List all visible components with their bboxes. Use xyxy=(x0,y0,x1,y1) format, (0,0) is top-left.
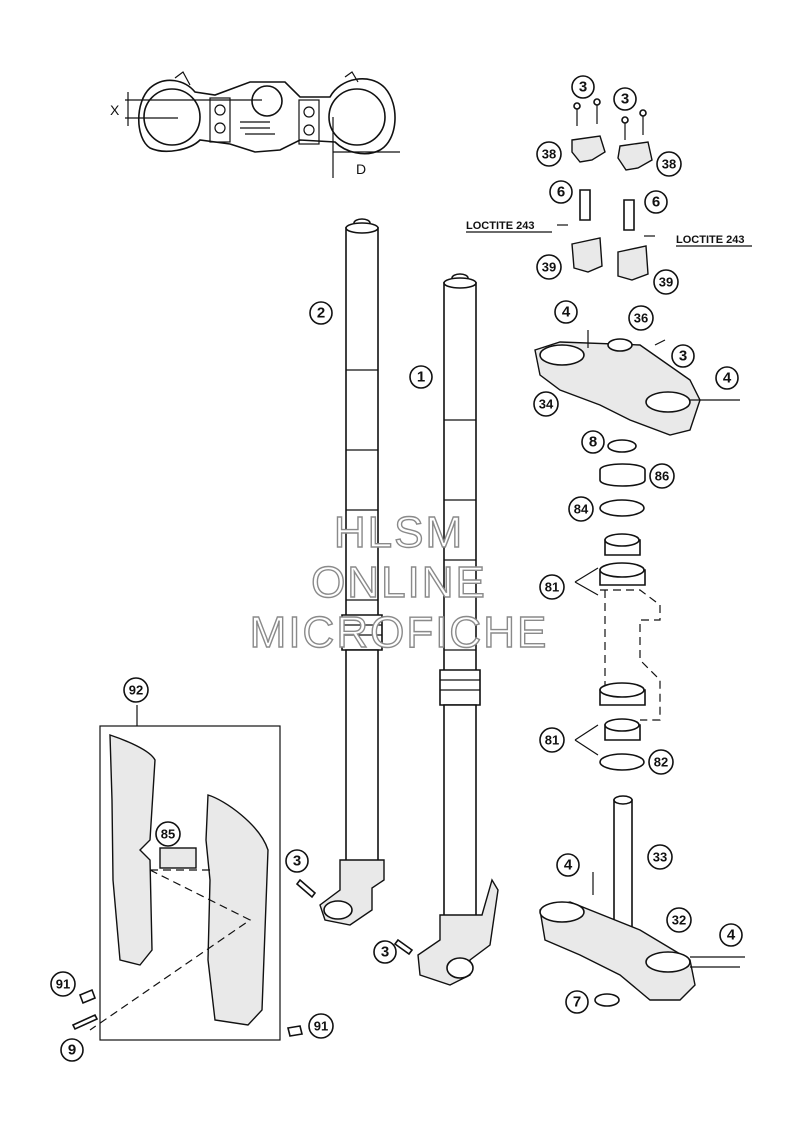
dimension-d-label: D xyxy=(356,161,366,177)
callout-2: 2 xyxy=(309,301,333,325)
handlebar-clamp-parts xyxy=(557,98,655,281)
upper-triple-clamp xyxy=(534,330,740,436)
svg-text:4: 4 xyxy=(564,857,573,874)
callout-39b: 39 xyxy=(653,269,679,295)
callout-4d: 4 xyxy=(719,923,743,947)
callout-84: 84 xyxy=(568,496,594,522)
callout-7: 7 xyxy=(565,990,589,1014)
callout-38a: 38 xyxy=(536,141,562,167)
callout-38b: 38 xyxy=(656,151,682,177)
steering-bearing-parts xyxy=(574,439,661,771)
dimension-x-label: X xyxy=(110,102,120,118)
svg-text:3: 3 xyxy=(679,348,687,365)
callout-3e: 3 xyxy=(373,940,397,964)
watermark-line-1: HLSM xyxy=(333,507,465,557)
callout-91a: 91 xyxy=(50,971,76,997)
svg-text:4: 4 xyxy=(727,927,736,944)
loctite-note-right: LOCTITE 243 xyxy=(676,234,744,246)
svg-text:38: 38 xyxy=(542,147,556,162)
svg-text:2: 2 xyxy=(317,305,325,322)
svg-text:34: 34 xyxy=(539,397,554,412)
watermark-line-3: MICROFICHE xyxy=(249,607,549,657)
callout-91b: 91 xyxy=(308,1013,334,1039)
fork-guards xyxy=(71,705,303,1041)
svg-text:3: 3 xyxy=(621,91,629,108)
callout-82: 82 xyxy=(648,749,674,775)
svg-text:81: 81 xyxy=(545,733,559,748)
callout-39a: 39 xyxy=(536,254,562,280)
svg-text:3: 3 xyxy=(293,853,301,870)
triple-clamp-plan-view: X D xyxy=(110,71,400,178)
callout-81b: 81 xyxy=(539,727,565,753)
svg-text:8: 8 xyxy=(589,434,597,451)
callout-86: 86 xyxy=(649,463,675,489)
svg-text:3: 3 xyxy=(381,944,389,961)
svg-text:3: 3 xyxy=(579,79,587,96)
svg-text:91: 91 xyxy=(56,977,70,992)
svg-text:6: 6 xyxy=(557,184,565,201)
callout-6b: 6 xyxy=(644,190,668,214)
callout-81a: 81 xyxy=(539,574,565,600)
callout-4b: 4 xyxy=(715,366,739,390)
callout-4a: 4 xyxy=(554,300,578,324)
callout-92: 92 xyxy=(123,677,149,703)
svg-text:33: 33 xyxy=(653,850,667,865)
svg-text:92: 92 xyxy=(129,683,143,698)
svg-text:82: 82 xyxy=(654,755,668,770)
svg-text:32: 32 xyxy=(672,913,686,928)
fork-leg-2 xyxy=(319,218,385,926)
callout-3b: 3 xyxy=(613,87,637,111)
callout-36: 36 xyxy=(628,305,654,331)
svg-text:1: 1 xyxy=(417,369,425,386)
callout-8: 8 xyxy=(581,430,605,454)
svg-text:84: 84 xyxy=(574,502,589,517)
callout-6a: 6 xyxy=(549,180,573,204)
fork-leg-1 xyxy=(417,273,499,986)
svg-text:38: 38 xyxy=(662,157,676,172)
callout-9: 9 xyxy=(60,1038,84,1062)
svg-text:86: 86 xyxy=(655,469,669,484)
callout-3d: 3 xyxy=(285,849,309,873)
svg-text:7: 7 xyxy=(573,994,581,1011)
fork-bottom-bolts xyxy=(295,878,414,956)
svg-text:39: 39 xyxy=(659,275,673,290)
callout-32: 32 xyxy=(666,907,692,933)
svg-text:6: 6 xyxy=(652,194,660,211)
svg-text:91: 91 xyxy=(314,1019,328,1034)
lower-triple-clamp xyxy=(539,795,745,1007)
callout-85: 85 xyxy=(155,821,181,847)
callout-1: 1 xyxy=(409,365,433,389)
svg-text:4: 4 xyxy=(723,370,732,387)
watermark-line-2: ONLINE xyxy=(310,557,487,607)
svg-text:36: 36 xyxy=(634,311,648,326)
svg-text:4: 4 xyxy=(562,304,571,321)
svg-text:39: 39 xyxy=(542,260,556,275)
callout-3c: 3 xyxy=(671,344,695,368)
loctite-note-left: LOCTITE 243 xyxy=(466,220,534,232)
callout-3a: 3 xyxy=(571,75,595,99)
svg-text:81: 81 xyxy=(545,580,559,595)
svg-text:9: 9 xyxy=(68,1042,76,1059)
svg-text:85: 85 xyxy=(161,827,175,842)
callout-33: 33 xyxy=(647,844,673,870)
callout-34: 34 xyxy=(533,391,559,417)
callout-4c: 4 xyxy=(556,853,580,877)
